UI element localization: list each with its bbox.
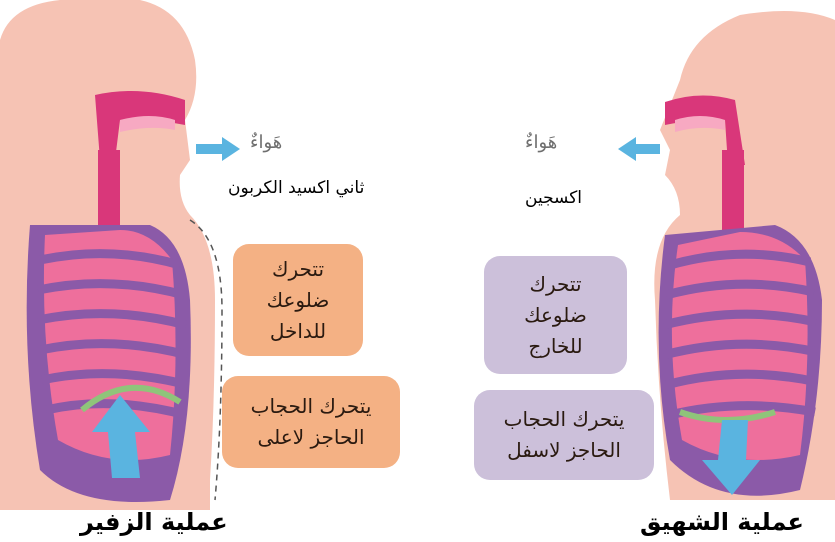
right-title: عملية الشهيق bbox=[640, 508, 804, 536]
right-gas-label: اكسجين bbox=[525, 188, 582, 208]
right-diaphragm-box: يتحرك الحجاب الحاجز لاسفل bbox=[474, 390, 654, 480]
left-title: عملية الزفير bbox=[80, 508, 228, 536]
left-gas-label: ثاني اكسيد الكربون bbox=[228, 178, 364, 198]
right-diaphragm-text: يتحرك الحجاب الحاجز لاسفل bbox=[485, 404, 643, 466]
exhalation-figure bbox=[0, 0, 240, 542]
left-diaphragm-text: يتحرك الحجاب الحاجز لاعلى bbox=[234, 391, 389, 453]
left-ribs-text: تتحرك ضلوعك للداخل bbox=[248, 254, 348, 347]
left-ribs-box: تتحرك ضلوعك للداخل bbox=[233, 244, 363, 356]
left-air-label: هَواءٌ bbox=[250, 132, 282, 153]
right-ribs-box: تتحرك ضلوعك للخارج bbox=[484, 256, 627, 374]
left-diaphragm-box: يتحرك الحجاب الحاجز لاعلى bbox=[222, 376, 400, 468]
right-air-label: هَواءٌ bbox=[525, 132, 557, 153]
right-ribs-text: تتحرك ضلوعك للخارج bbox=[506, 269, 606, 362]
